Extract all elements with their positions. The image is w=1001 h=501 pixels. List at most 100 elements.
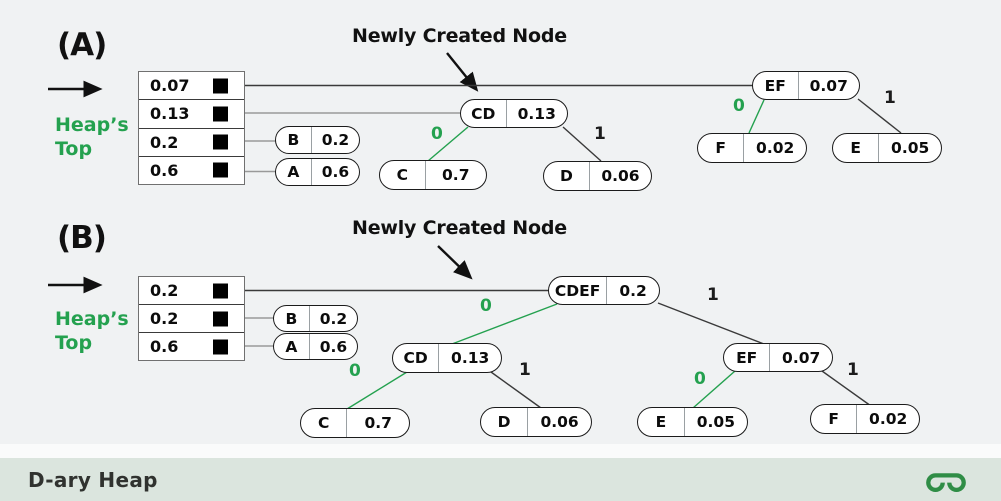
newly-created-node-label-a: Newly Created Node xyxy=(352,25,567,47)
black-square-icon xyxy=(213,106,228,122)
edge-cd-c xyxy=(427,126,469,162)
heap-row-value: 0.07 xyxy=(150,76,190,96)
heap-row: 0.2 xyxy=(139,277,244,305)
node-label: EF xyxy=(724,344,771,371)
geeksforgeeks-logo-icon xyxy=(925,466,967,494)
black-square-icon xyxy=(213,311,228,326)
edge-label-1: 1 xyxy=(519,360,531,380)
heap-row: 0.2 xyxy=(139,305,244,333)
node-value: 0.2 xyxy=(321,131,350,149)
node-value: 0.06 xyxy=(540,413,579,431)
node-d-a: D 0.06 xyxy=(543,161,652,191)
heap-row: 0.2 xyxy=(139,129,244,157)
black-square-icon xyxy=(213,339,228,354)
heap-row-value: 0.6 xyxy=(150,337,179,356)
edge-label-0: 0 xyxy=(480,296,492,316)
footer-bar: D-ary Heap xyxy=(0,458,1001,501)
heaps-top-label-b: Heap’s Top xyxy=(55,307,129,355)
edge-label-1: 1 xyxy=(847,360,859,380)
heaps-top-label-a: Heap’s Top xyxy=(55,113,129,161)
edge-ef-f xyxy=(748,99,765,134)
edge-label-0: 0 xyxy=(694,369,706,389)
heap-row-value: 0.6 xyxy=(150,160,179,180)
edge-label-0: 0 xyxy=(431,124,443,144)
node-label: D xyxy=(544,162,590,190)
section-a-label: (A) xyxy=(57,27,107,63)
heap-row: 0.07 xyxy=(139,72,244,101)
node-cd-a: CD 0.13 xyxy=(460,99,568,128)
edge-cdef-cd xyxy=(451,303,558,345)
node-a-b: A 0.6 xyxy=(273,333,358,360)
edge-cd-d xyxy=(490,371,542,409)
heap-row: 0.6 xyxy=(139,157,244,184)
node-label: A xyxy=(274,334,310,359)
node-value: 0.2 xyxy=(619,281,647,300)
heaps-top-line2: Top xyxy=(55,138,93,160)
node-e-a: E 0.05 xyxy=(832,133,942,163)
node-cdef-b: CDEF 0.2 xyxy=(548,276,660,305)
heap-array-b: 0.2 0.2 0.6 xyxy=(138,276,245,361)
footer-title: D-ary Heap xyxy=(28,467,158,492)
black-square-icon xyxy=(213,78,228,94)
node-value: 0.07 xyxy=(782,348,821,367)
node-label: EF xyxy=(753,72,799,99)
node-value: 0.05 xyxy=(696,413,735,431)
black-square-icon xyxy=(213,134,228,150)
node-cd-b: CD 0.13 xyxy=(392,343,502,373)
node-c-b: C 0.7 xyxy=(300,408,410,438)
black-square-icon xyxy=(213,162,228,178)
pointer-arrow-icon xyxy=(437,245,473,280)
node-value: 0.6 xyxy=(321,163,350,181)
node-label: B xyxy=(276,127,312,153)
black-square-icon xyxy=(213,283,228,298)
node-value: 0.13 xyxy=(451,349,490,367)
edge-label-1: 1 xyxy=(594,124,606,144)
heap-row: 0.13 xyxy=(139,100,244,129)
edge-label-0: 0 xyxy=(733,96,745,116)
node-label: F xyxy=(811,405,858,433)
node-label: D xyxy=(481,408,529,436)
pointer-arrow-icon xyxy=(446,52,479,92)
edge-label-1: 1 xyxy=(707,285,719,305)
footer-top-strip xyxy=(0,444,1001,458)
node-a-a: A 0.6 xyxy=(275,158,360,186)
heap-row-value: 0.13 xyxy=(150,104,190,124)
edge-cd-d xyxy=(562,126,602,162)
heaps-top-line2: Top xyxy=(55,332,93,354)
node-label: F xyxy=(698,134,745,162)
heap-row-value: 0.2 xyxy=(150,281,179,300)
node-value: 0.02 xyxy=(869,410,908,428)
heaps-top-line1: Heap’s xyxy=(55,308,129,330)
heap-array-a: 0.07 0.13 0.2 0.6 xyxy=(138,71,245,185)
heap-row-value: 0.2 xyxy=(150,132,179,152)
node-value: 0.05 xyxy=(891,139,930,157)
node-value: 0.06 xyxy=(601,167,640,185)
node-f-b: F 0.02 xyxy=(810,404,920,434)
node-value: 0.2 xyxy=(319,309,348,328)
node-label: C xyxy=(301,409,348,437)
node-e-b: E 0.05 xyxy=(637,407,748,437)
heap-row: 0.6 xyxy=(139,333,244,360)
node-value: 0.6 xyxy=(319,337,348,356)
edge-label-1: 1 xyxy=(884,88,896,108)
node-ef-a: EF 0.07 xyxy=(752,71,860,100)
node-label: E xyxy=(833,134,880,162)
node-d-b: D 0.06 xyxy=(480,407,592,437)
node-label: E xyxy=(638,408,685,436)
node-label: A xyxy=(276,159,312,185)
newly-created-node-label-b: Newly Created Node xyxy=(352,217,567,239)
node-label: C xyxy=(380,161,426,189)
node-label: CD xyxy=(393,344,440,372)
edge-ef-f xyxy=(821,370,872,407)
edge-ef-e xyxy=(857,98,902,134)
node-b-a: B 0.2 xyxy=(275,126,360,154)
node-value: 0.02 xyxy=(756,139,795,157)
node-value: 0.07 xyxy=(809,76,848,95)
edge-ef-e xyxy=(692,370,736,409)
node-value: 0.7 xyxy=(442,166,470,184)
node-value: 0.13 xyxy=(517,104,556,123)
node-label: B xyxy=(274,306,310,331)
heap-row-value: 0.2 xyxy=(150,309,179,328)
